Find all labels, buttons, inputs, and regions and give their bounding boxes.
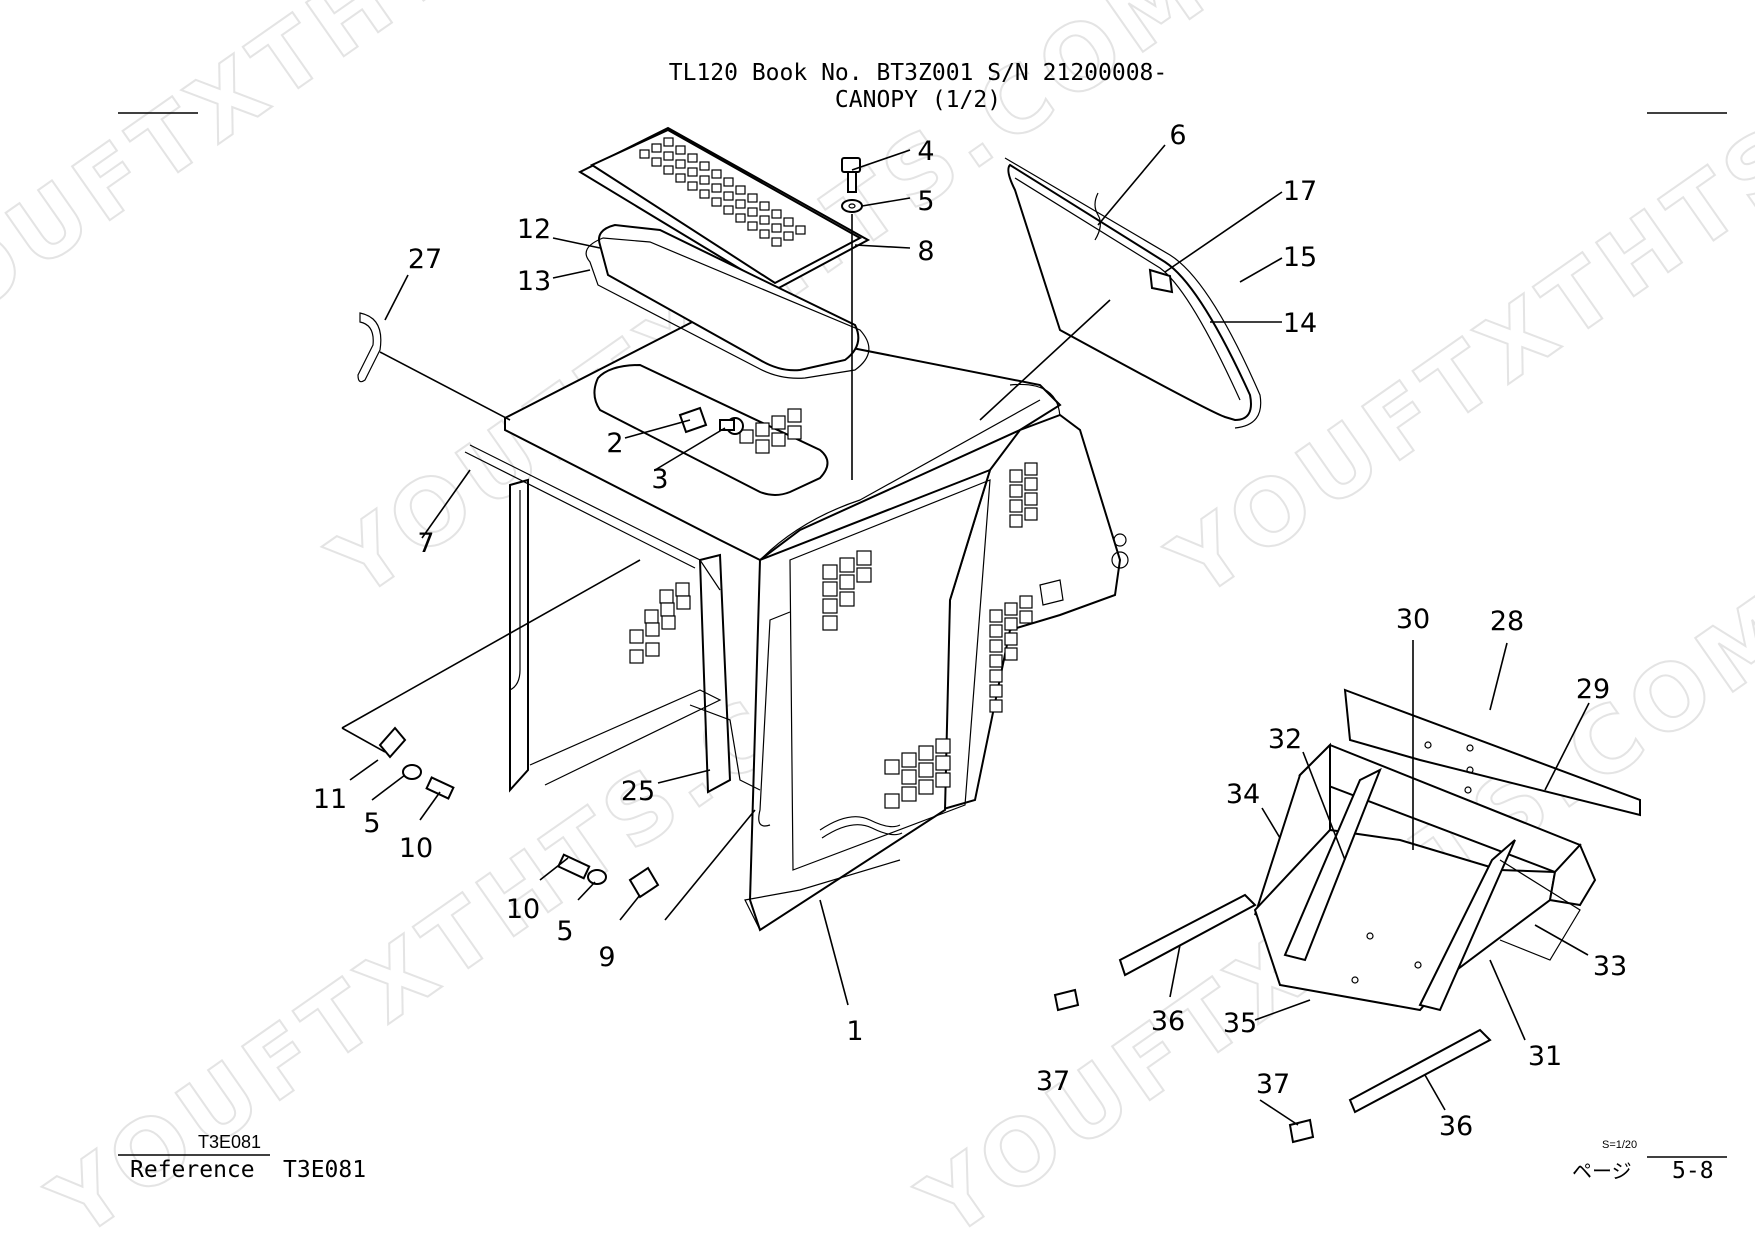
callout-11: 11	[313, 784, 347, 815]
watermark-text: YOUFTXTHTS.COM	[1152, 0, 1755, 619]
callout-8: 8	[917, 236, 934, 267]
leader-lines	[341, 144, 1590, 1126]
fasteners	[357, 157, 863, 899]
callout-7: 7	[417, 528, 434, 559]
callout-15: 15	[1283, 242, 1317, 273]
callout-1: 1	[846, 1016, 863, 1047]
page-label: ページ	[1572, 1159, 1632, 1183]
callout-9: 9	[598, 942, 615, 973]
callout-13: 13	[517, 266, 551, 297]
callout-37: 37	[1036, 1066, 1070, 1097]
canopy-mesh	[629, 408, 1038, 809]
roof-grille-mesh	[639, 137, 806, 247]
callout-12: 12	[517, 214, 551, 245]
callout-34: 34	[1226, 779, 1260, 810]
callout-10: 10	[399, 833, 433, 864]
callout-10: 10	[506, 894, 540, 925]
callout-30: 30	[1396, 604, 1430, 635]
callout-6: 6	[1169, 120, 1186, 151]
roof-seal	[585, 237, 870, 379]
callout-36: 36	[1151, 1006, 1185, 1037]
callout-14: 14	[1283, 308, 1317, 339]
callout-29: 29	[1576, 674, 1610, 705]
callout-31: 31	[1528, 1041, 1562, 1072]
callout-35: 35	[1223, 1008, 1257, 1039]
callout-17: 17	[1283, 176, 1317, 207]
rear-window	[1004, 157, 1262, 429]
callout-27: 27	[408, 244, 442, 275]
roof-glass	[598, 223, 860, 372]
callout-4: 4	[917, 136, 934, 167]
page-title: TL120 Book No. BT3Z001 S/N 21200008-	[669, 60, 1168, 86]
callout-25: 25	[621, 776, 655, 807]
page-number: 5-8	[1672, 1158, 1714, 1184]
callout-2: 2	[606, 428, 623, 459]
callout-3: 3	[651, 464, 668, 495]
callout-5: 5	[917, 186, 934, 217]
callout-labels: 4 5 8 6 17 15 14 12 13 27 2 3 7 11 5 10 …	[313, 120, 1627, 1142]
scale-label: S=1/20	[1602, 1139, 1637, 1151]
callout-36: 36	[1439, 1111, 1473, 1142]
page-subtitle: CANOPY (1/2)	[835, 87, 1001, 113]
footer-code-top: T3E081	[198, 1132, 261, 1152]
callout-5: 5	[363, 808, 380, 839]
canopy-frame	[464, 316, 1129, 932]
seat-base	[1053, 688, 1641, 1144]
callout-5: 5	[556, 916, 573, 947]
callout-28: 28	[1490, 606, 1524, 637]
callout-37: 37	[1256, 1069, 1290, 1100]
callout-33: 33	[1593, 951, 1627, 982]
footer-reference-label: Reference	[130, 1157, 255, 1183]
callout-32: 32	[1268, 724, 1302, 755]
footer-reference-code: T3E081	[283, 1157, 366, 1183]
